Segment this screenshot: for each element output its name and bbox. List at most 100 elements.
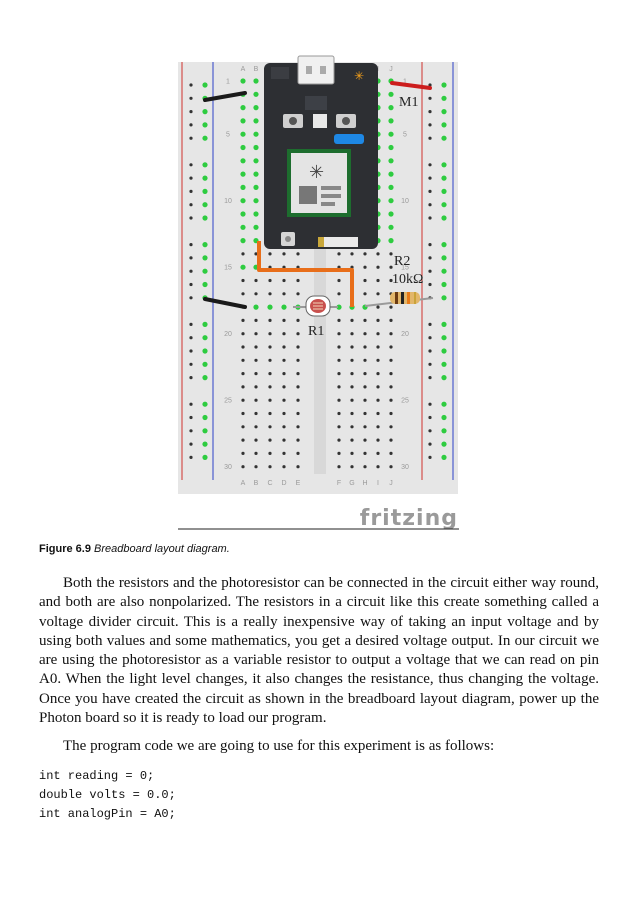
breadboard-hole: [241, 318, 245, 322]
breadboard-hole: [253, 304, 259, 310]
row-number: 15: [401, 265, 409, 272]
breadboard-hole: [337, 385, 341, 389]
breadboard-hole: [189, 455, 193, 459]
breadboard-hole: [254, 358, 258, 362]
breadboard-hole: [363, 292, 367, 296]
breadboard-hole: [240, 184, 246, 190]
breadboard-hole: [241, 398, 245, 402]
breadboard-hole: [296, 252, 300, 256]
breadboard-hole: [350, 438, 354, 442]
breadboard-hole: [337, 465, 341, 469]
column-letter: E: [296, 480, 301, 487]
label-r1: R1: [308, 324, 324, 339]
breadboard-hole: [337, 332, 341, 336]
breadboard-hole: [253, 105, 259, 111]
breadboard-hole: [428, 376, 432, 380]
breadboard-hole: [388, 238, 394, 244]
breadboard-hole: [296, 345, 300, 349]
label-r2-value: 10kΩ: [392, 272, 423, 287]
breadboard-hole: [363, 438, 367, 442]
breadboard-hole: [296, 465, 300, 469]
breadboard-hole: [376, 278, 380, 283]
breadboard-hole: [441, 295, 447, 301]
row-number: 15: [224, 265, 232, 272]
breadboard-hole: [376, 318, 380, 322]
breadboard-hole: [389, 358, 393, 362]
black-jumper-top: [203, 91, 247, 102]
breadboard-hole: [189, 203, 193, 207]
breadboard-hole: [241, 252, 245, 256]
breadboard-hole: [428, 282, 432, 287]
row-number: 20: [401, 331, 409, 338]
breadboard-hole: [241, 451, 245, 455]
breadboard-hole: [350, 318, 354, 322]
breadboard-hole: [202, 242, 208, 248]
breadboard-hole: [253, 171, 259, 177]
breadboard-hole: [282, 265, 286, 269]
breadboard-hole: [337, 358, 341, 362]
breadboard-hole: [202, 281, 208, 288]
breadboard-hole: [241, 358, 245, 362]
column-letter: B: [254, 480, 259, 487]
breadboard-hole: [254, 332, 258, 336]
breadboard-hole: [254, 438, 258, 442]
breadboard-hole: [253, 131, 259, 137]
breadboard-hole: [241, 438, 245, 442]
breadboard-hole: [254, 292, 258, 296]
breadboard-hole: [240, 238, 246, 244]
fritzing-logo: fritzing: [360, 506, 458, 530]
breadboard-hole: [189, 123, 193, 127]
breadboard-hole: [441, 281, 447, 288]
breadboard-hole: [202, 215, 208, 221]
breadboard-hole: [254, 252, 258, 256]
breadboard-hole: [428, 203, 432, 207]
breadboard-hole: [428, 189, 432, 193]
breadboard-hole: [296, 438, 300, 442]
breadboard-hole: [296, 318, 300, 322]
breadboard-hole: [268, 438, 272, 442]
svg-text:✳: ✳: [354, 69, 364, 83]
column-letter: H: [362, 480, 367, 487]
breadboard-hole: [363, 385, 367, 389]
breadboard-hole: [268, 385, 272, 389]
breadboard-hole: [240, 131, 246, 137]
breadboard-hole: [254, 425, 258, 429]
breadboard-hole: [282, 358, 286, 362]
breadboard-hole: [363, 318, 367, 322]
row-number: 1: [403, 79, 407, 86]
column-letter: B: [254, 66, 259, 73]
red-jumper-m1: [390, 81, 432, 90]
breadboard-hole: [296, 425, 300, 429]
breadboard-hole: [254, 278, 258, 283]
breadboard-hole: [241, 385, 245, 389]
breadboard-hole: [388, 198, 394, 204]
breadboard-hole: [389, 425, 393, 429]
breadboard-hole: [253, 198, 259, 204]
breadboard-hole: [388, 131, 394, 137]
breadboard-hole: [202, 109, 208, 115]
row-number: 25: [401, 398, 409, 405]
breadboard-hole: [376, 305, 380, 309]
breadboard-hole: [282, 332, 286, 336]
column-letter: A: [241, 480, 246, 487]
breadboard-hole: [388, 91, 394, 97]
breadboard-hole: [189, 349, 193, 353]
breadboard-hole: [296, 451, 300, 455]
breadboard-hole: [428, 415, 432, 420]
code-block: int reading = 0;double volts = 0.0;int a…: [39, 767, 176, 824]
breadboard-hole: [253, 91, 259, 97]
breadboard-hole: [389, 252, 393, 256]
breadboard-hole: [337, 398, 341, 402]
breadboard-hole: [202, 321, 208, 327]
breadboard-hole: [337, 292, 341, 296]
breadboard-hole: [268, 465, 272, 469]
breadboard-hole: [441, 441, 447, 447]
breadboard-hole: [282, 438, 286, 442]
breadboard-hole: [376, 292, 380, 296]
breadboard-hole: [268, 372, 272, 376]
breadboard-hole: [253, 158, 259, 164]
breadboard-hole: [376, 411, 380, 416]
breadboard-hole: [253, 184, 259, 190]
breadboard-hole: [268, 345, 272, 349]
breadboard-hole: [428, 322, 432, 326]
